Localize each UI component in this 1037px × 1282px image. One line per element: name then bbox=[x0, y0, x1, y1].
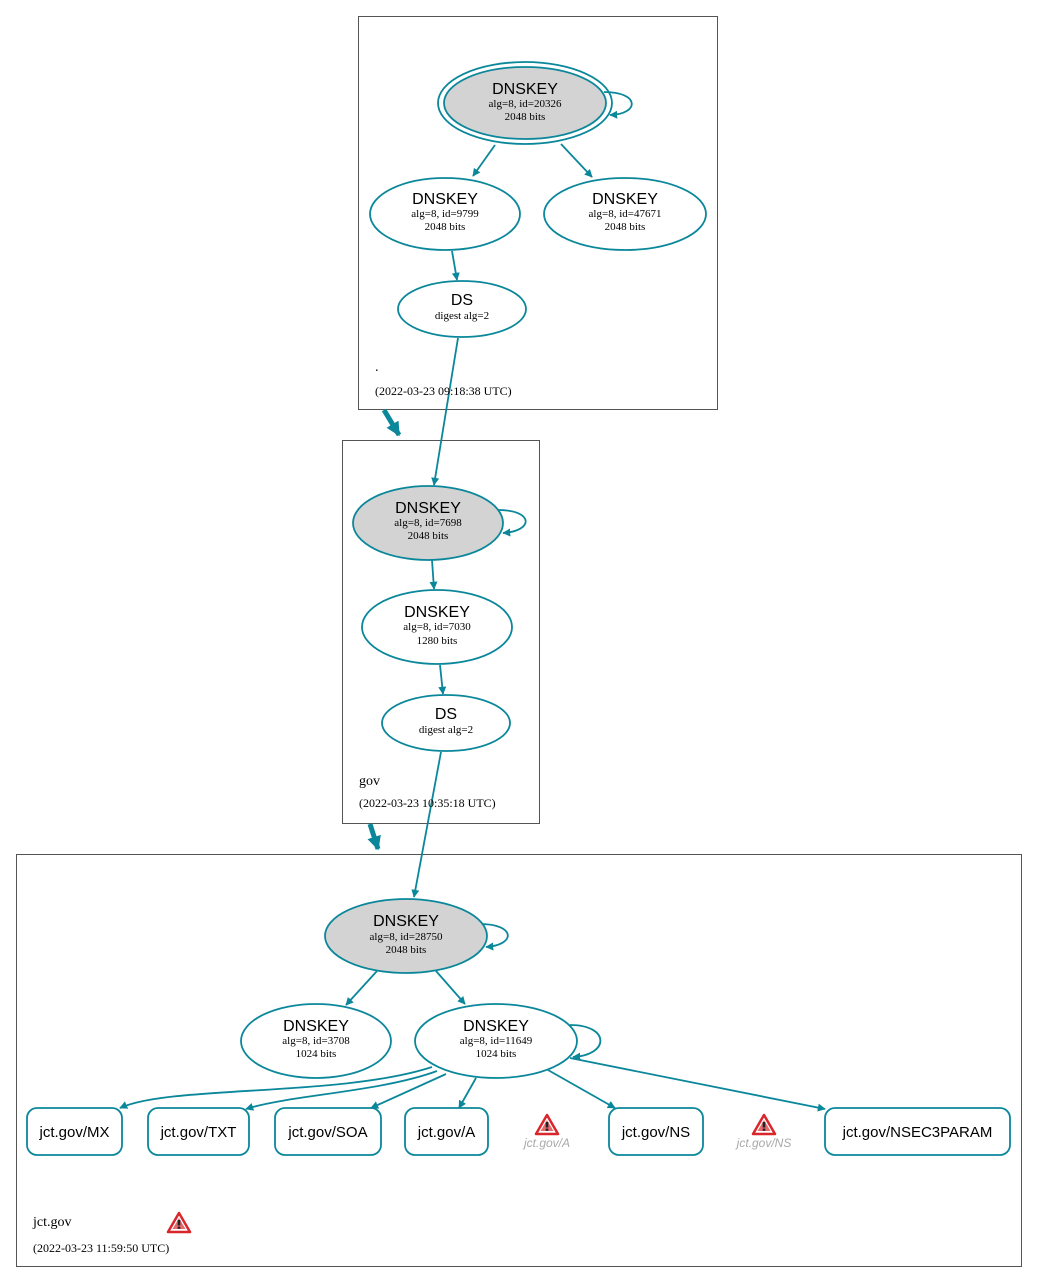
edge-gov-ksk-zsk bbox=[429, 559, 438, 590]
gov-ds-line1: digest alg=2 bbox=[419, 724, 473, 736]
edge-gov-ksk-self bbox=[497, 509, 527, 537]
gov-ds-node[interactable]: DS digest alg=2 bbox=[381, 694, 511, 752]
jct-ksk-title: DNSKEY bbox=[373, 913, 439, 930]
gov-ksk-title: DNSKEY bbox=[395, 500, 461, 517]
record-ns-label: jct.gov/NS bbox=[621, 1124, 690, 1141]
jct-zone-name: jct.gov bbox=[32, 1215, 72, 1230]
edge-zsk2-mx bbox=[119, 1066, 433, 1109]
record-soa-label: jct.gov/SOA bbox=[287, 1124, 367, 1141]
jct-ksk-line1: alg=8, id=28750 bbox=[370, 931, 443, 943]
edge-root-ksk-zsk2 bbox=[560, 143, 593, 178]
warning-icon bbox=[751, 1113, 777, 1136]
zone-box-root bbox=[358, 16, 718, 410]
root-zone-timestamp: (2022-03-23 09:18:38 UTC) bbox=[375, 384, 512, 398]
jct-zsk2-node[interactable]: DNSKEY alg=8, id=11649 1024 bits bbox=[414, 1003, 578, 1079]
edge-root-ksk-zsk1 bbox=[472, 144, 496, 177]
record-txt-label: jct.gov/TXT bbox=[160, 1124, 237, 1141]
root-zsk2-title: DNSKEY bbox=[592, 191, 658, 208]
edge-zsk2-soa bbox=[370, 1073, 447, 1109]
record-nsec3param-label: jct.gov/NSEC3PARAM bbox=[842, 1124, 993, 1141]
root-zsk1-node[interactable]: DNSKEY alg=8, id=9799 2048 bits bbox=[369, 177, 521, 251]
jct-zsk1-line1: alg=8, id=3708 bbox=[282, 1035, 350, 1047]
jct-ksk-node[interactable]: DNSKEY alg=8, id=28750 2048 bits bbox=[324, 898, 488, 974]
gov-zsk-line2: 1280 bits bbox=[417, 635, 458, 647]
gov-zone-name: gov bbox=[359, 774, 380, 789]
gov-zsk-title: DNSKEY bbox=[404, 604, 470, 621]
warning-node-a-label: jct.gov/A bbox=[522, 1136, 570, 1150]
jct-zsk1-title: DNSKEY bbox=[283, 1018, 349, 1035]
delegation-arrow-gov-jct bbox=[367, 823, 381, 851]
record-mx-label: jct.gov/MX bbox=[38, 1124, 109, 1141]
gov-ds-title: DS bbox=[435, 706, 457, 723]
record-txt[interactable]: jct.gov/TXT bbox=[147, 1107, 250, 1156]
root-zsk2-node[interactable]: DNSKEY alg=8, id=47671 2048 bits bbox=[543, 177, 707, 251]
jct-zsk2-line2: 1024 bits bbox=[476, 1048, 517, 1060]
edge-gov-ds-jct-ksk bbox=[411, 751, 442, 898]
edge-jct-ksk-zsk1 bbox=[345, 970, 378, 1006]
gov-ksk-line1: alg=8, id=7698 bbox=[394, 517, 462, 529]
jct-ksk-line2: 2048 bits bbox=[386, 944, 427, 956]
edge-zsk2-nsec3param bbox=[569, 1057, 826, 1112]
root-ds-node[interactable]: DS digest alg=2 bbox=[397, 280, 527, 338]
jct-zsk1-line2: 1024 bits bbox=[296, 1048, 337, 1060]
edge-gov-zsk-ds bbox=[438, 664, 447, 695]
gov-ksk-line2: 2048 bits bbox=[408, 530, 449, 542]
root-ksk-line1: alg=8, id=20326 bbox=[489, 98, 562, 110]
warning-node-ns[interactable]: jct.gov/NS bbox=[735, 1113, 792, 1150]
record-soa[interactable]: jct.gov/SOA bbox=[274, 1107, 382, 1156]
root-ksk-line2: 2048 bits bbox=[505, 111, 546, 123]
gov-zsk-node[interactable]: DNSKEY alg=8, id=7030 1280 bits bbox=[361, 589, 513, 665]
gov-zsk-line1: alg=8, id=7030 bbox=[403, 621, 471, 633]
gov-zone-timestamp: (2022-03-23 10:35:18 UTC) bbox=[359, 796, 496, 810]
root-zsk2-line1: alg=8, id=47671 bbox=[589, 208, 662, 220]
record-a[interactable]: jct.gov/A bbox=[404, 1107, 489, 1156]
warning-node-a[interactable]: jct.gov/A bbox=[522, 1113, 570, 1150]
root-ksk-title: DNSKEY bbox=[492, 81, 558, 98]
edge-zsk2-ns bbox=[547, 1069, 616, 1109]
gov-ksk-node[interactable]: DNSKEY alg=8, id=7698 2048 bits bbox=[352, 485, 504, 561]
root-zsk1-line2: 2048 bits bbox=[425, 221, 466, 233]
record-ns[interactable]: jct.gov/NS bbox=[608, 1107, 704, 1156]
root-zsk1-line1: alg=8, id=9799 bbox=[411, 208, 479, 220]
edge-zsk2-txt bbox=[245, 1070, 438, 1111]
record-nsec3param[interactable]: jct.gov/NSEC3PARAM bbox=[824, 1107, 1011, 1156]
edge-zsk2-a bbox=[458, 1077, 477, 1109]
root-zone-name: . bbox=[375, 360, 379, 375]
record-mx[interactable]: jct.gov/MX bbox=[26, 1107, 123, 1156]
jct-zone-timestamp: (2022-03-23 11:59:50 UTC) bbox=[33, 1241, 169, 1255]
root-ds-line1: digest alg=2 bbox=[435, 310, 489, 322]
root-zsk2-line2: 2048 bits bbox=[605, 221, 646, 233]
zone-box-jct bbox=[16, 854, 1022, 1267]
jct-zone-warning-icon[interactable] bbox=[166, 1211, 192, 1234]
delegation-arrow-root-gov bbox=[381, 408, 402, 437]
root-ksk-node[interactable]: DNSKEY alg=8, id=20326 2048 bits bbox=[437, 61, 613, 145]
edge-root-zsk1-ds bbox=[451, 250, 460, 281]
warning-icon bbox=[534, 1113, 560, 1136]
edge-root-ksk-self bbox=[603, 91, 633, 119]
edge-jct-ksk-self bbox=[479, 923, 509, 951]
edge-jct-zsk2-self bbox=[569, 1024, 602, 1061]
edge-root-ds-gov-ksk bbox=[431, 337, 459, 486]
root-ds-title: DS bbox=[451, 292, 473, 309]
record-a-label: jct.gov/A bbox=[417, 1124, 476, 1141]
jct-zsk1-node[interactable]: DNSKEY alg=8, id=3708 1024 bits bbox=[240, 1003, 392, 1079]
jct-zsk2-line1: alg=8, id=11649 bbox=[460, 1035, 533, 1047]
warning-node-ns-label: jct.gov/NS bbox=[735, 1136, 792, 1150]
root-zsk1-title: DNSKEY bbox=[412, 191, 478, 208]
jct-zsk2-title: DNSKEY bbox=[463, 1018, 529, 1035]
edge-jct-ksk-zsk2 bbox=[435, 970, 466, 1005]
